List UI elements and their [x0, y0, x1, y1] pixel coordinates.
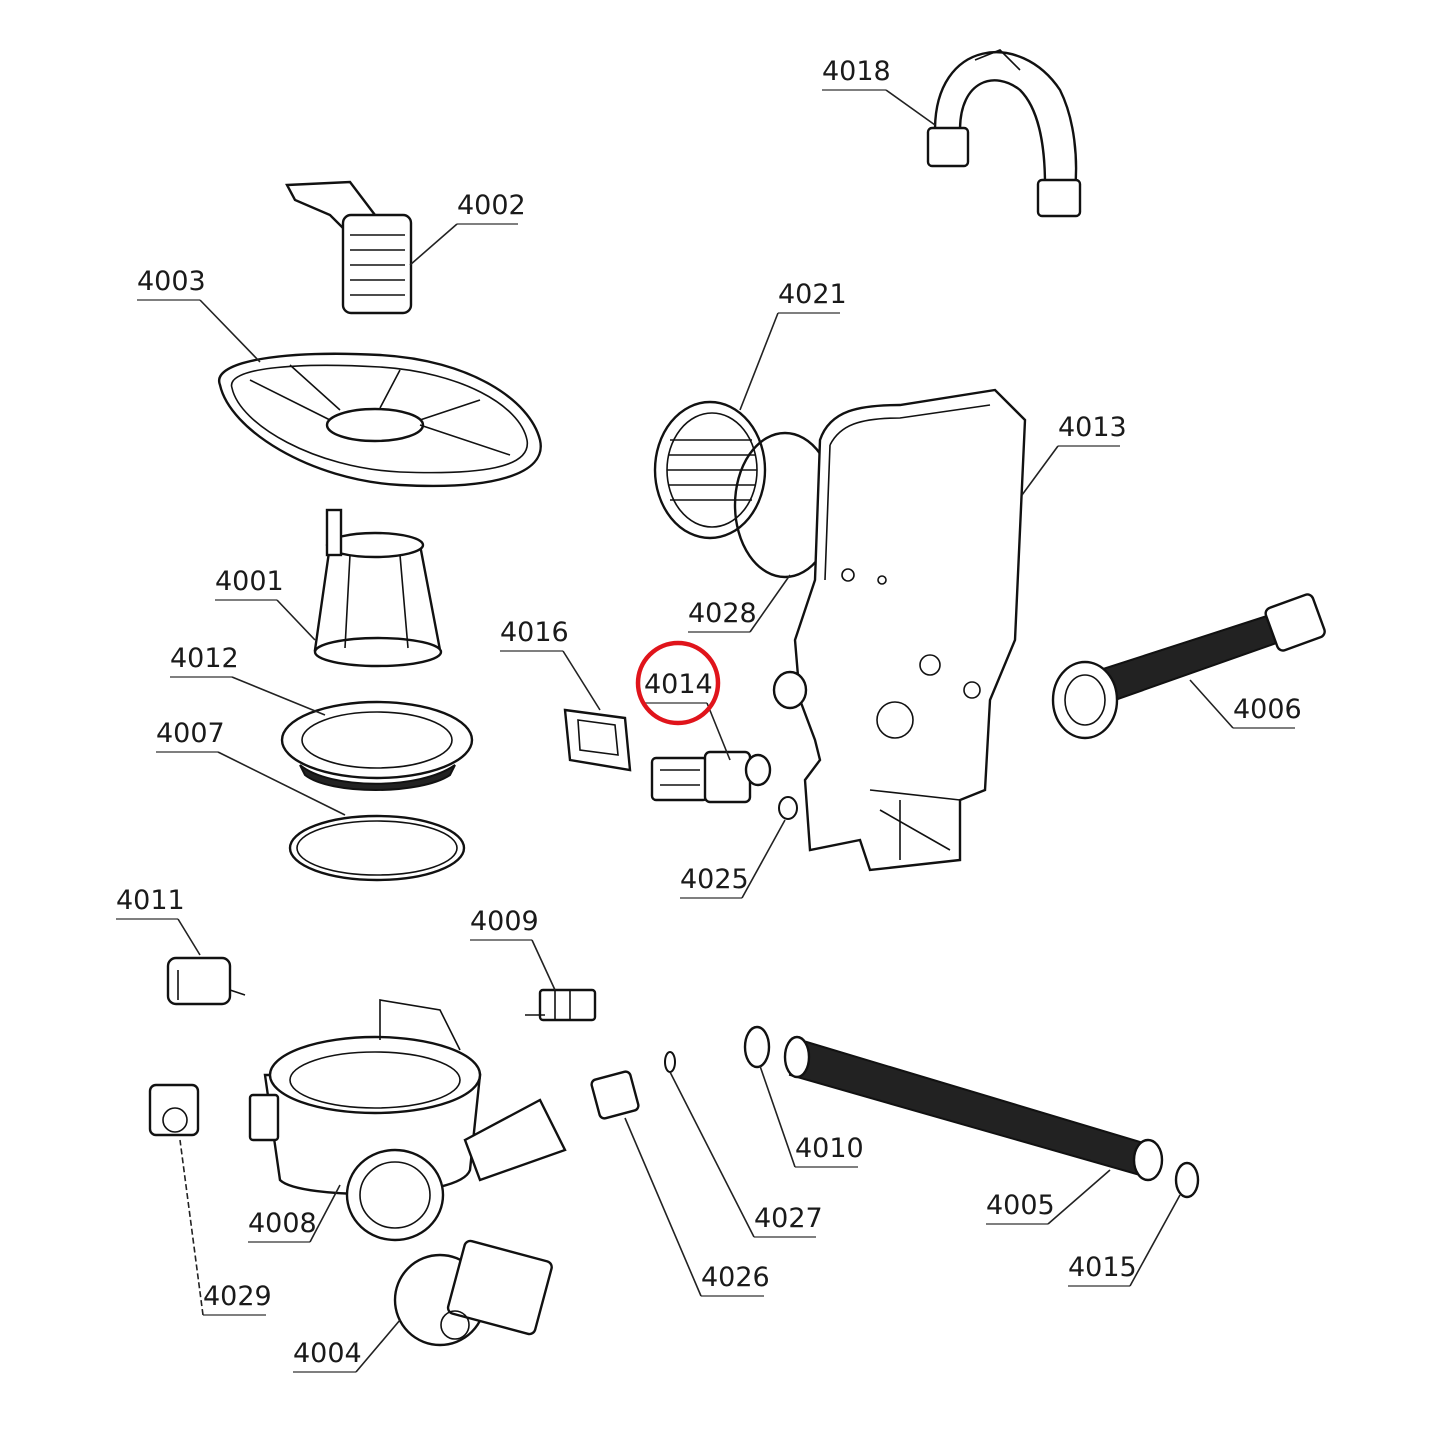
part-4016-clip — [563, 708, 632, 772]
part-label-4003: 4003 — [137, 266, 206, 297]
part-4025-washer — [778, 796, 798, 820]
part-label-4004: 4004 — [293, 1338, 362, 1369]
part-label-4026: 4026 — [701, 1262, 770, 1293]
highlight-circle-4014 — [635, 640, 721, 726]
part-label-4010: 4010 — [795, 1133, 864, 1164]
part-4013-sump-frame — [772, 388, 1027, 872]
part-label-4013: 4013 — [1058, 412, 1127, 443]
part-4026-bushing — [590, 1070, 640, 1120]
leader-lines — [116, 89, 1295, 1373]
part-4010-o-ring — [743, 1025, 771, 1069]
part-4008-sump — [248, 999, 567, 1242]
part-label-4012: 4012 — [170, 643, 239, 674]
part-4011-sensor — [166, 956, 246, 1006]
part-label-4025: 4025 — [680, 864, 749, 895]
part-4006-hose — [1051, 593, 1326, 740]
part-4005-hose — [783, 1035, 1164, 1182]
part-4001-fine-filter — [313, 508, 443, 668]
part-4003-flat-filter — [217, 352, 542, 488]
part-label-4007: 4007 — [156, 718, 225, 749]
part-4027-gasket — [664, 1051, 676, 1073]
part-label-4014: 4014 — [644, 669, 713, 700]
part-4018-hose-bracket — [926, 49, 1082, 218]
part-4009-connector — [525, 988, 597, 1022]
part-label-4027: 4027 — [754, 1203, 823, 1234]
part-4014-valve — [650, 750, 772, 804]
part-label-4002: 4002 — [457, 190, 526, 221]
part-label-4005: 4005 — [986, 1190, 1055, 1221]
part-4007-o-ring — [288, 814, 466, 882]
part-label-4009: 4009 — [470, 906, 539, 937]
part-label-4016: 4016 — [500, 617, 569, 648]
part-4021-cover — [653, 400, 767, 540]
part-label-4018: 4018 — [822, 56, 891, 87]
part-label-4008: 4008 — [248, 1208, 317, 1239]
part-label-4028: 4028 — [688, 598, 757, 629]
part-4002-micro-filter — [285, 180, 413, 315]
part-4029-sensor — [148, 1083, 200, 1137]
part-label-4011: 4011 — [116, 885, 185, 916]
part-label-4021: 4021 — [778, 279, 847, 310]
part-4012-ring-nut — [280, 700, 474, 791]
part-label-4001: 4001 — [215, 566, 284, 597]
part-label-4006: 4006 — [1233, 694, 1302, 725]
part-label-4015: 4015 — [1068, 1252, 1137, 1283]
part-4004-drain-pump — [393, 1239, 553, 1347]
part-label-4029: 4029 — [203, 1281, 272, 1312]
part-4015-o-ring — [1174, 1161, 1200, 1199]
